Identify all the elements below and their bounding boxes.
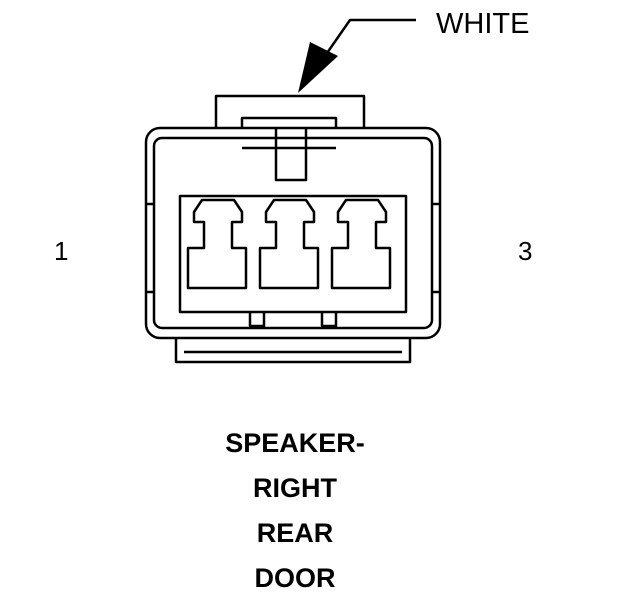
terminal-cavity-1	[186, 198, 248, 290]
connector-title-line: RIGHT	[253, 473, 337, 503]
latch-tab	[240, 116, 338, 128]
connector-latch	[214, 94, 366, 128]
connector-color-label: WHITE	[436, 8, 530, 40]
connector-housing	[144, 126, 442, 340]
cavity-bay	[178, 194, 408, 314]
connector-bottom-rail	[174, 338, 412, 364]
latch-key	[274, 128, 308, 182]
connector-title-line: DOOR	[254, 563, 336, 593]
callout-leader-line	[316, 18, 416, 67]
pin-number-left: 1	[54, 236, 69, 266]
bay-notch	[320, 312, 338, 328]
connector-inner-frame	[152, 136, 434, 330]
connector-title-line: SPEAKER-	[225, 428, 365, 458]
connector-title-line: REAR	[256, 518, 334, 548]
bay-notch	[248, 312, 266, 328]
pin-number-right: 3	[518, 236, 533, 266]
callout-arrowhead	[298, 42, 338, 93]
terminal-cavity-2	[258, 198, 320, 290]
terminal-cavity-3	[330, 198, 392, 290]
